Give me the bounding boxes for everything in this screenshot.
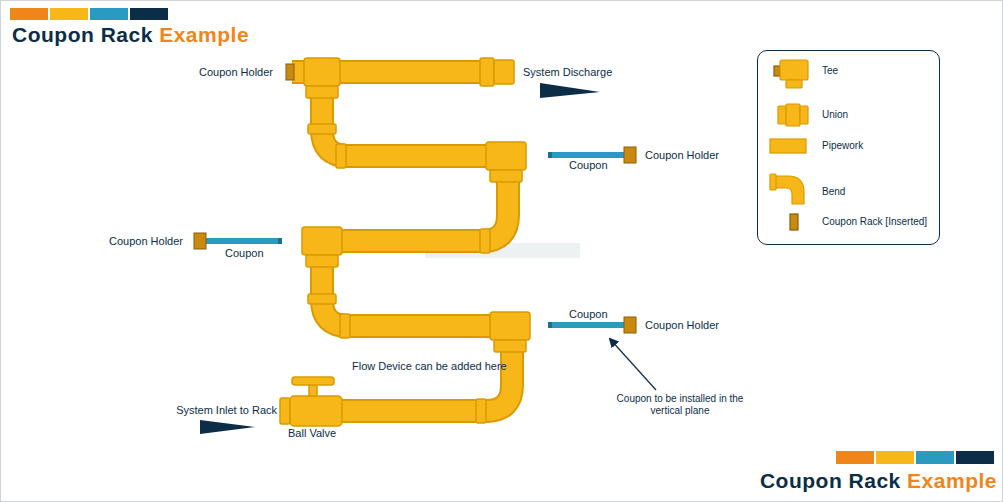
note: Coupon to be installed in the vertical p… <box>610 393 750 417</box>
part-label: Coupon Holder <box>645 149 719 162</box>
legend-text: Bend <box>822 186 845 198</box>
title: Coupon Rack Example <box>12 23 249 47</box>
part-label: Coupon Holder <box>199 66 273 79</box>
legend-text: Pipework <box>822 140 863 152</box>
part-label: Coupon <box>569 308 608 321</box>
flow-label: System Inlet to Rack <box>176 404 277 417</box>
legend-text: Coupon Rack [Inserted] <box>822 216 927 228</box>
title: Coupon Rack Example <box>760 469 997 493</box>
note: Flow Device can be added here <box>352 360 507 373</box>
legend-text: Union <box>822 109 848 121</box>
flow-label: System Discharge <box>523 66 612 79</box>
legend-text: Tee <box>822 65 838 77</box>
part-label: Coupon <box>225 247 264 260</box>
part-label: Ball Valve <box>288 427 336 440</box>
part-label: Coupon Holder <box>645 319 719 332</box>
part-label: Coupon Holder <box>109 235 183 248</box>
part-label: Coupon <box>569 159 608 172</box>
